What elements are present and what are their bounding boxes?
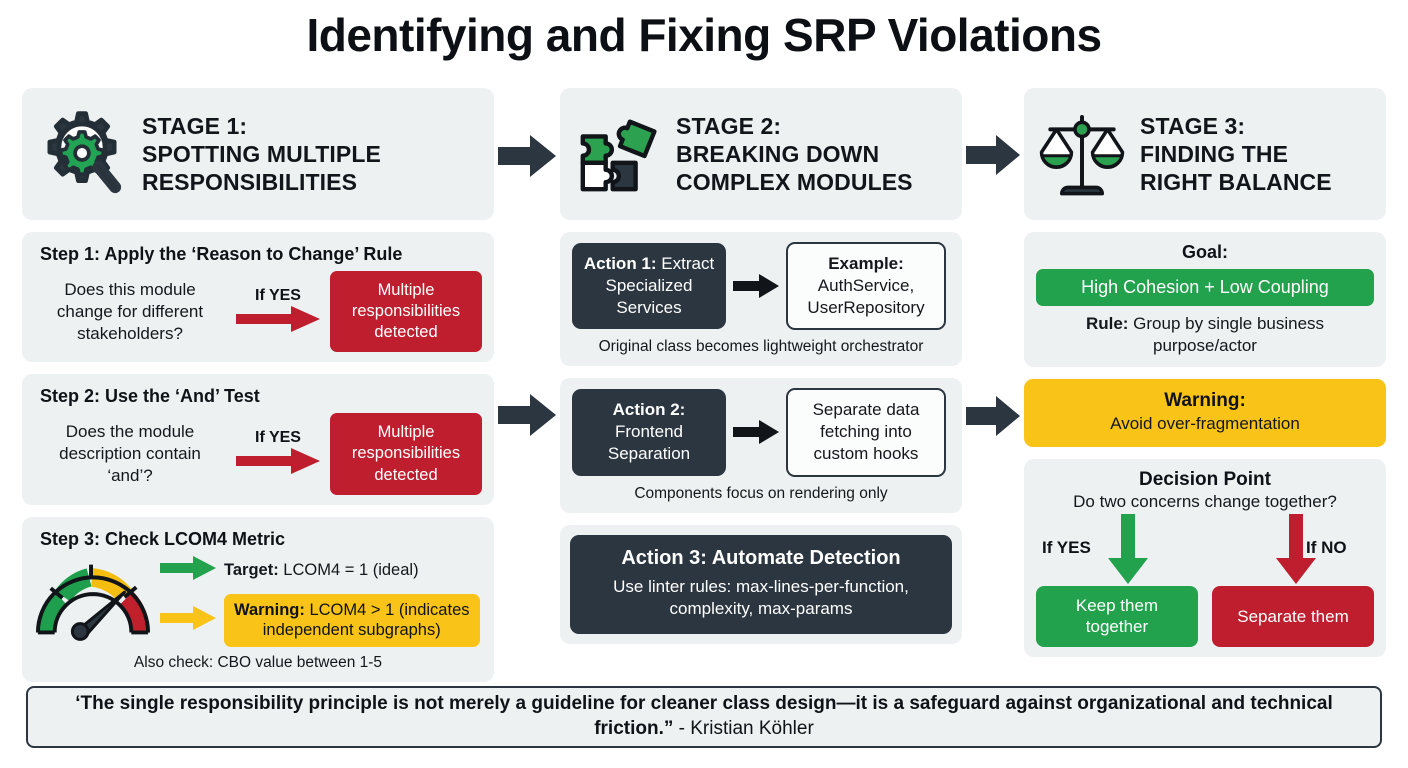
goal-card: Goal: High Cohesion + Low Coupling Rule:… (1024, 232, 1386, 368)
puzzle-pieces-icon (574, 110, 662, 198)
action-1-example-box: Example: AuthService, UserRepository (786, 242, 946, 331)
goal-rule: Rule: Group by single business purpose/a… (1085, 314, 1325, 356)
step-2-title: Step 2: Use the ‘And’ Test (40, 386, 260, 407)
lcom-warning-row: Warning: LCOM4 > 1 (indicates independen… (160, 593, 482, 648)
dark-arrow-right-icon (732, 274, 780, 299)
decision-if-no-label: If NO (1306, 538, 1347, 558)
dark-arrow-right-icon (732, 420, 780, 445)
balance-scales-icon (1038, 110, 1126, 198)
gear-magnifier-icon (36, 108, 128, 200)
step-1-condition: If YES (230, 287, 326, 337)
lcom-warning-text: Warning: LCOM4 > 1 (indicates independen… (224, 593, 480, 648)
green-arrow-down-icon (1108, 514, 1148, 589)
red-arrow-right-icon (236, 447, 320, 479)
warning-body: Avoid over-fragmentation (1110, 414, 1300, 434)
stage-1-header: STAGE 1: SPOTTING MULTIPLE RESPONSIBILIT… (22, 88, 494, 220)
action-3-box: Action 3: Automate Detection Use linter … (570, 534, 952, 634)
warning-title: Warning: (1164, 390, 1246, 412)
action-2-caption: Components focus on rendering only (634, 484, 888, 502)
step-2-question: Does the module description contain ‘and… (59, 421, 201, 486)
stage-2-column: STAGE 2: BREAKING DOWN COMPLEX MODULES A… (560, 88, 962, 656)
step-2-condition: If YES (230, 429, 326, 479)
action-1-caption: Original class becomes lightweight orche… (598, 338, 924, 356)
stage1-to-stage2-arrow-top (498, 135, 556, 177)
stage-2-title: STAGE 2: BREAKING DOWN COMPLEX MODULES (676, 112, 913, 196)
decision-no-outcome: Separate them (1212, 586, 1374, 647)
green-arrow-right-icon (160, 555, 216, 585)
quote-author: - Kristian Köhler (673, 718, 814, 739)
action-3-card: Action 3: Automate Detection Use linter … (560, 524, 962, 644)
red-arrow-down-icon (1276, 514, 1316, 589)
step-2-if-yes-label: If YES (255, 428, 301, 446)
lcom-target-text: Target: LCOM4 = 1 (ideal) (224, 560, 419, 579)
step-1-if-yes-label: If YES (255, 286, 301, 304)
decision-title: Decision Point (1139, 469, 1271, 491)
action-2-card: Action 2: Frontend Separation Separate d… (560, 378, 962, 513)
step-2-outcome: Multiple responsibilities detected (330, 413, 482, 495)
action-1-box: Action 1: Extract Specialized Services (572, 243, 726, 330)
step-1-card: Step 1: Apply the ‘Reason to Change’ Rul… (22, 232, 494, 363)
stage-3-title: STAGE 3: FINDING THE RIGHT BALANCE (1140, 112, 1332, 196)
action-1-card: Action 1: Extract Specialized Services E… (560, 232, 962, 367)
stage-3-column: STAGE 3: FINDING THE RIGHT BALANCE Goal:… (1024, 88, 1386, 669)
yellow-arrow-right-icon (160, 605, 216, 635)
decision-question: Do two concerns change together? (1073, 492, 1337, 512)
stage2-to-stage3-arrow-mid (966, 396, 1020, 436)
stage-1-column: STAGE 1: SPOTTING MULTIPLE RESPONSIBILIT… (22, 88, 494, 694)
goal-bar: High Cohesion + Low Coupling (1036, 269, 1374, 306)
lcom-target-row: Target: LCOM4 = 1 (ideal) (160, 555, 482, 585)
warning-box: Warning: Avoid over-fragmentation (1024, 379, 1386, 448)
stage-3-header: STAGE 3: FINDING THE RIGHT BALANCE (1024, 88, 1386, 220)
gauge-meter-icon (34, 561, 152, 642)
goal-heading: Goal: (1181, 242, 1228, 262)
decision-yes-outcome: Keep them together (1036, 586, 1198, 647)
page-title: Identifying and Fixing SRP Violations (306, 9, 1102, 61)
quote-banner: ‘The single responsibility principle is … (26, 686, 1382, 748)
decision-arrows: If YES If NO (1036, 514, 1374, 586)
stage2-to-stage3-arrow-top (966, 135, 1020, 175)
action-3-body: Use linter rules: max-lines-per-function… (613, 576, 909, 618)
quote-text: ‘The single responsibility principle is … (75, 693, 1333, 739)
red-arrow-right-icon (236, 305, 320, 337)
warning-card: Warning: Avoid over-fragmentation (1024, 379, 1386, 448)
action-3-title: Action 3: Automate Detection (621, 546, 901, 569)
step-1-title: Step 1: Apply the ‘Reason to Change’ Rul… (40, 244, 403, 264)
stage-2-header: STAGE 2: BREAKING DOWN COMPLEX MODULES (560, 88, 962, 220)
step-1-question: Does this module change for different st… (56, 279, 204, 343)
step-1-outcome: Multiple responsibilities detected (330, 271, 482, 353)
decision-if-yes-label: If YES (1042, 538, 1091, 558)
step-2-card: Step 2: Use the ‘And’ Test Does the modu… (22, 374, 494, 505)
action-2-result-box: Separate data fetching into custom hooks (786, 388, 946, 477)
decision-point-card: Decision Point Do two concerns change to… (1024, 459, 1386, 657)
stage1-to-stage2-arrow-mid (498, 394, 556, 436)
step-3-title: Step 3: Check LCOM4 Metric (40, 528, 286, 549)
step-3-card: Step 3: Check LCOM4 Metric (22, 516, 494, 683)
action-2-box: Action 2: Frontend Separation (572, 389, 726, 476)
step-3-footnote: Also check: CBO value between 1-5 (133, 654, 383, 672)
stage-1-title: STAGE 1: SPOTTING MULTIPLE RESPONSIBILIT… (142, 112, 381, 196)
